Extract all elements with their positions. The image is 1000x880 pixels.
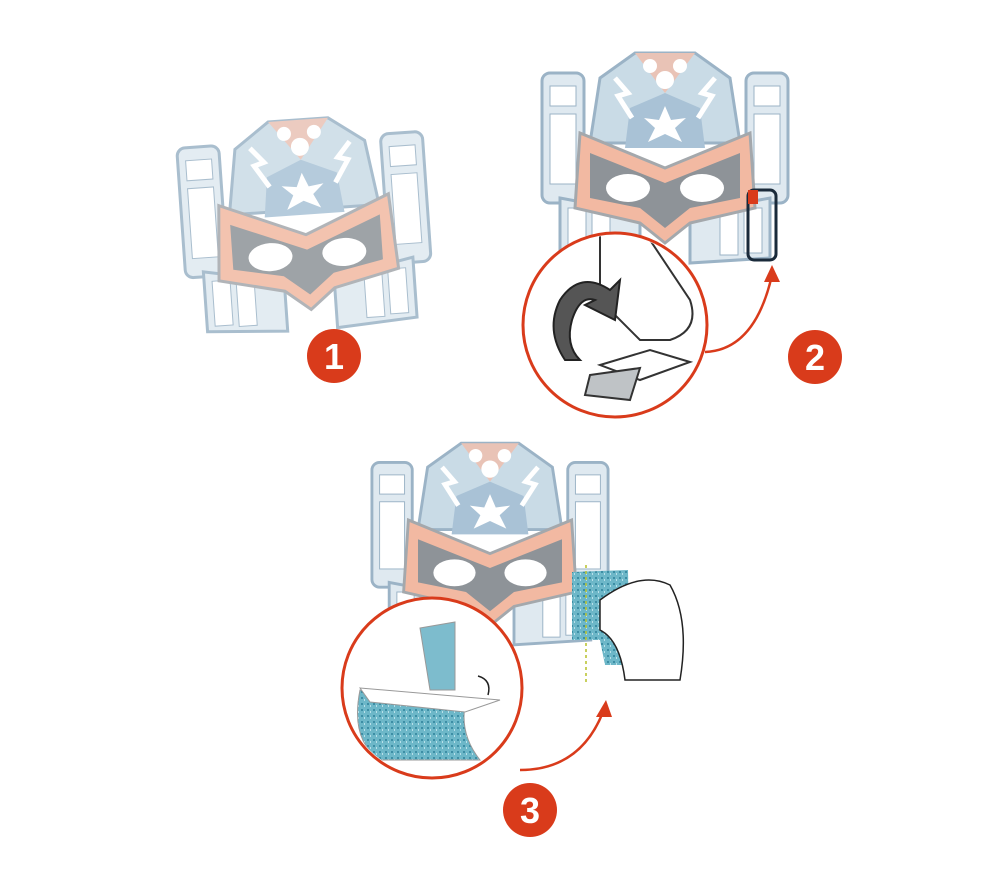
mask-step-2 bbox=[542, 53, 788, 263]
step-number-2: 2 bbox=[805, 337, 825, 378]
pointer-arrow-2 bbox=[704, 274, 774, 354]
step-badge-3: 3 bbox=[503, 783, 557, 837]
step-badge-1: 1 bbox=[307, 329, 361, 383]
mask-step-1 bbox=[175, 111, 435, 338]
step-badge-2: 2 bbox=[788, 330, 842, 384]
curved-arrow-icon bbox=[552, 277, 622, 361]
step-number-3: 3 bbox=[520, 790, 540, 831]
pointer-arrow-3 bbox=[519, 711, 605, 772]
step-number-1: 1 bbox=[324, 336, 344, 377]
mask-step-3 bbox=[372, 443, 685, 685]
hand-icon bbox=[599, 579, 685, 681]
inset-peel-backing bbox=[521, 231, 780, 419]
highlighted-tab bbox=[746, 188, 778, 262]
finger-icon bbox=[599, 235, 694, 341]
inset-apply-glitter bbox=[340, 596, 612, 780]
